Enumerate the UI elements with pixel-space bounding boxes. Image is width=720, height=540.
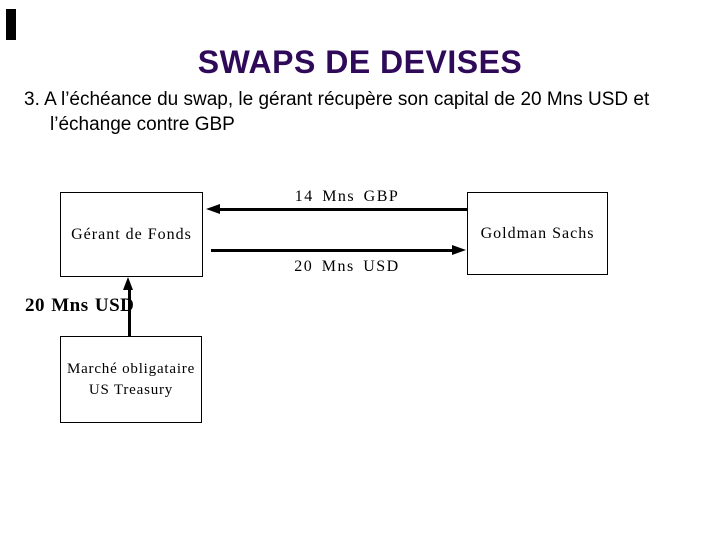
top-arrow-label: 14 Mns GBP — [294, 188, 400, 205]
slide-title: SWAPS DE DEVISES — [197, 44, 523, 80]
goldman-sachs-box: Goldman Sachs — [467, 192, 608, 275]
body-text-line-2: l’échange contre GBP — [50, 114, 235, 135]
bottom-arrow-label: 20 Mns USD — [294, 258, 400, 275]
vertical-arrow-line — [128, 289, 131, 336]
bottom-arrow-line — [211, 249, 452, 252]
top-arrow-left-arrowhead-icon — [206, 204, 220, 214]
marche-obligataire-box: Marché obligataire US Treasury — [60, 336, 202, 423]
top-arrow-line — [219, 208, 467, 211]
goldman-sachs-label: Goldman Sachs — [480, 224, 595, 242]
bottom-arrow-right-arrowhead-icon — [452, 245, 466, 255]
corner-mark — [6, 9, 16, 40]
body-text: 3. A l’échéance du swap, le gérant récup… — [24, 87, 708, 137]
marche-obligataire-label-line-2: US Treasury — [88, 381, 174, 398]
gerant-de-fonds-label: Gérant de Fonds — [71, 225, 192, 243]
marche-obligataire-label-line-1: Marché obligataire — [66, 360, 196, 377]
gerant-de-fonds-box: Gérant de Fonds — [60, 192, 203, 277]
vertical-arrow-label: 20 Mns USD — [25, 295, 135, 316]
body-text-line-1: 3. A l’échéance du swap, le gérant récup… — [24, 89, 650, 110]
vertical-arrow-up-arrowhead-icon — [123, 277, 133, 290]
